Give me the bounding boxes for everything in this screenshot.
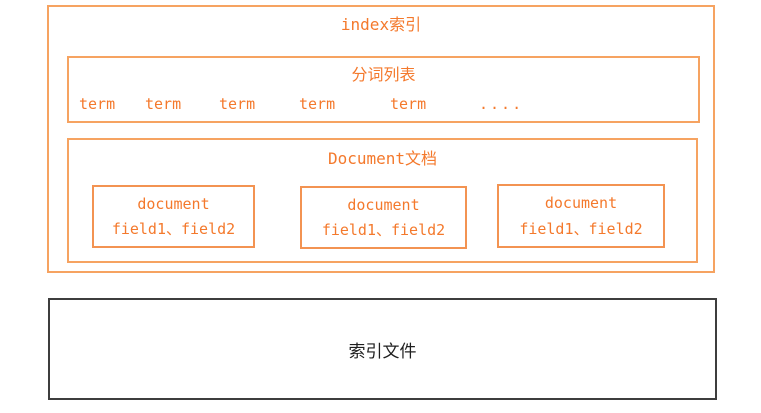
document-card-title: document [544, 194, 618, 212]
index-file-label: 索引文件 [348, 341, 417, 361]
document-card-title: document [137, 194, 210, 213]
term-item: term [299, 95, 336, 113]
document-section-box: Document文档 document field1、field2 docume… [67, 138, 698, 263]
term-list-title: 分词列表 [351, 65, 416, 84]
term-list-box: 分词列表 term term term term term .... [67, 56, 700, 123]
term-item: term [145, 95, 182, 113]
term-item: term [390, 95, 427, 113]
document-card: document field1、field2 [300, 186, 467, 249]
document-card-fields: field1、field2 [519, 220, 643, 238]
term-ellipsis: .... [479, 95, 524, 113]
index-box-title: index索引 [340, 15, 422, 34]
document-card: document field1、field2 [497, 184, 665, 248]
term-item: term [219, 95, 256, 113]
document-section-title: Document文档 [327, 149, 438, 168]
index-box: index索引 分词列表 term term term term term ..… [47, 5, 715, 273]
document-card-fields: field1、field2 [111, 220, 236, 239]
index-file-box: 索引文件 [48, 298, 717, 400]
document-card-title: document [347, 195, 420, 214]
term-item: term [79, 95, 116, 113]
document-card-fields: field1、field2 [321, 221, 446, 240]
document-card: document field1、field2 [92, 185, 255, 248]
